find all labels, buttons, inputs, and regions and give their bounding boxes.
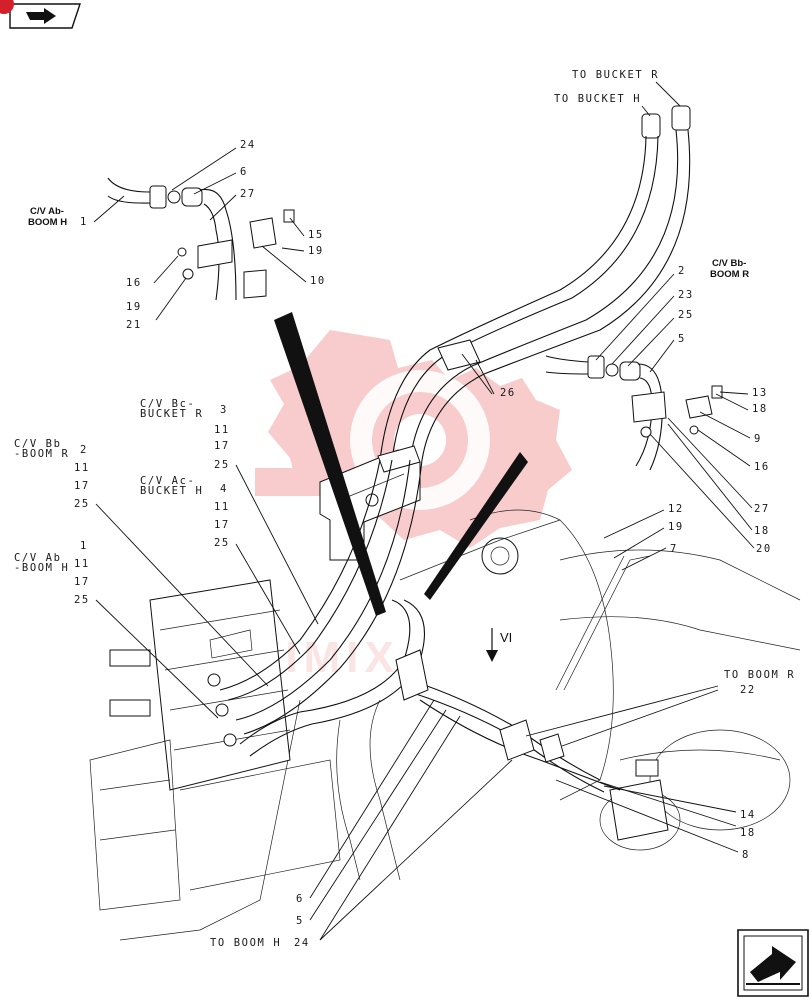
label-cv-bb-boom-r-1: C/V Bb	[14, 438, 62, 450]
callout-19: 19	[308, 245, 324, 257]
callout-1: 1	[80, 216, 88, 228]
callout-23: 23	[678, 289, 694, 301]
callout-18: 18	[754, 525, 770, 537]
callout-25: 25	[74, 498, 90, 510]
callout-21: 21	[126, 319, 142, 331]
callout-19: 19	[668, 521, 684, 533]
page-badge	[0, 0, 14, 14]
callout-17: 17	[74, 576, 90, 588]
callout-4: 4	[220, 483, 228, 495]
callout-25: 25	[214, 459, 230, 471]
label-cv-bc-bucket-r-1: C/V Bc-	[140, 398, 195, 410]
label-cv-ab-boom-h-1: C/V Ab	[14, 552, 62, 564]
pointer-arrow	[274, 312, 386, 616]
callout-16: 16	[126, 277, 142, 289]
callout-18: 18	[752, 403, 768, 415]
callout-15: 15	[308, 229, 324, 241]
callout-9: 9	[754, 433, 762, 445]
callout-14: 14	[740, 809, 756, 821]
label-cv-bc-bucket-r-2: BUCKET R	[140, 408, 203, 420]
next-page-arrow-icon	[746, 946, 800, 985]
callout-3: 3	[220, 404, 228, 416]
detail-boom-h-fitting	[107, 177, 295, 301]
callout-10: 10	[310, 275, 326, 287]
back-arrow-icon	[26, 8, 56, 24]
callout-2: 2	[80, 444, 88, 456]
view-arrow-icon	[486, 628, 498, 662]
callout-16: 16	[754, 461, 770, 473]
callout-12: 12	[668, 503, 684, 515]
pointer-arrow	[424, 452, 528, 600]
callout-27: 27	[240, 188, 256, 200]
caption-cv-bb-boom-r-2: BOOM R	[710, 269, 749, 280]
machine-frame	[89, 445, 801, 941]
callout-11: 11	[74, 558, 90, 570]
callout-17: 17	[214, 440, 230, 452]
label-cv-ac-bucket-h-1: C/V Ac-	[140, 475, 195, 487]
label-to-boom-h: TO BOOM H	[210, 937, 281, 949]
caption-cv-ab-boom-h-1: C/V Ab-	[30, 206, 64, 217]
callout-26: 26	[500, 387, 516, 399]
callout-25: 25	[74, 594, 90, 606]
detail-boom-r-fitting	[545, 355, 723, 471]
callout-8: 8	[742, 849, 750, 861]
label-to-bucket-h: TO BUCKET H	[554, 93, 641, 105]
callout-24: 24	[294, 937, 310, 949]
view-marker: VI	[500, 630, 512, 645]
callout-5: 5	[678, 333, 686, 345]
callout-13: 13	[752, 387, 768, 399]
callout-7: 7	[670, 543, 678, 555]
callout-24: 24	[240, 139, 256, 151]
callout-17: 17	[214, 519, 230, 531]
callout-5: 5	[296, 915, 304, 927]
callout-17: 17	[74, 480, 90, 492]
caption-cv-bb-boom-r-1: C/V Bb-	[712, 258, 746, 269]
main-hoses	[219, 459, 651, 793]
callout-6: 6	[296, 893, 304, 905]
callout-27: 27	[754, 503, 770, 515]
callout-20: 20	[756, 543, 772, 555]
callout-11: 11	[214, 424, 230, 436]
label-to-bucket-r: TO BUCKET R	[572, 69, 659, 81]
label-cv-ab-boom-h-2: -BOOM H	[14, 562, 69, 574]
callout-18: 18	[740, 827, 756, 839]
back-button[interactable]	[9, 3, 81, 29]
next-page-button[interactable]	[737, 929, 809, 997]
callout-19: 19	[126, 301, 142, 313]
callout-2: 2	[678, 265, 686, 277]
callout-25: 25	[214, 537, 230, 549]
callout-11: 11	[214, 501, 230, 513]
label-cv-bb-boom-r-2: -BOOM R	[14, 448, 69, 460]
label-to-boom-r: TO BOOM R	[724, 669, 795, 681]
callout-22: 22	[740, 684, 756, 696]
label-cv-ac-bucket-h-2: BUCKET H	[140, 485, 203, 497]
bucket-hoses	[379, 105, 691, 461]
callout-1: 1	[80, 540, 88, 552]
callout-11: 11	[74, 462, 90, 474]
callout-6: 6	[240, 166, 248, 178]
caption-cv-ab-boom-h-2: BOOM H	[28, 217, 67, 228]
callout-25: 25	[678, 309, 694, 321]
